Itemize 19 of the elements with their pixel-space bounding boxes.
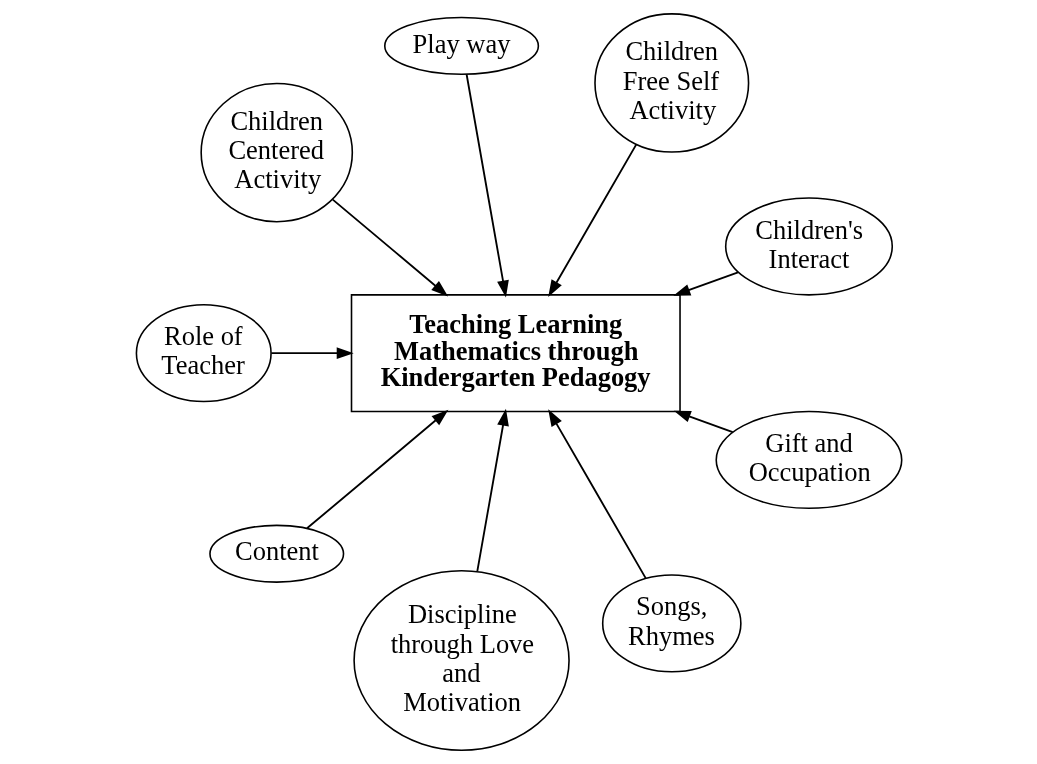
arrow — [475, 408, 509, 573]
node-ellipse: Gift and Occupation — [714, 410, 902, 510]
node-ellipse: Children Free Self Activity — [593, 13, 749, 153]
arrow — [305, 409, 448, 530]
arrow — [547, 409, 647, 580]
arrow — [465, 73, 509, 298]
arrow — [270, 347, 354, 360]
arrow — [673, 410, 734, 434]
node-ellipse: Content — [208, 524, 344, 583]
arrow — [331, 198, 448, 297]
node-circle: Children Centered Activity — [199, 82, 353, 223]
node-ellipse: Discipline through Love and Motivation — [352, 569, 570, 751]
node-ellipse: Play way — [383, 16, 539, 76]
arrow — [672, 271, 739, 296]
node-box: Teaching Learning Mathematics through Kindergarten Pedagogy — [350, 294, 681, 413]
node-ellipse: Role of Teacher — [135, 303, 272, 403]
arrow — [547, 143, 637, 297]
node-ellipse: Songs, Rhymes — [601, 574, 742, 673]
node-ellipse: Children's Interact — [724, 197, 893, 296]
